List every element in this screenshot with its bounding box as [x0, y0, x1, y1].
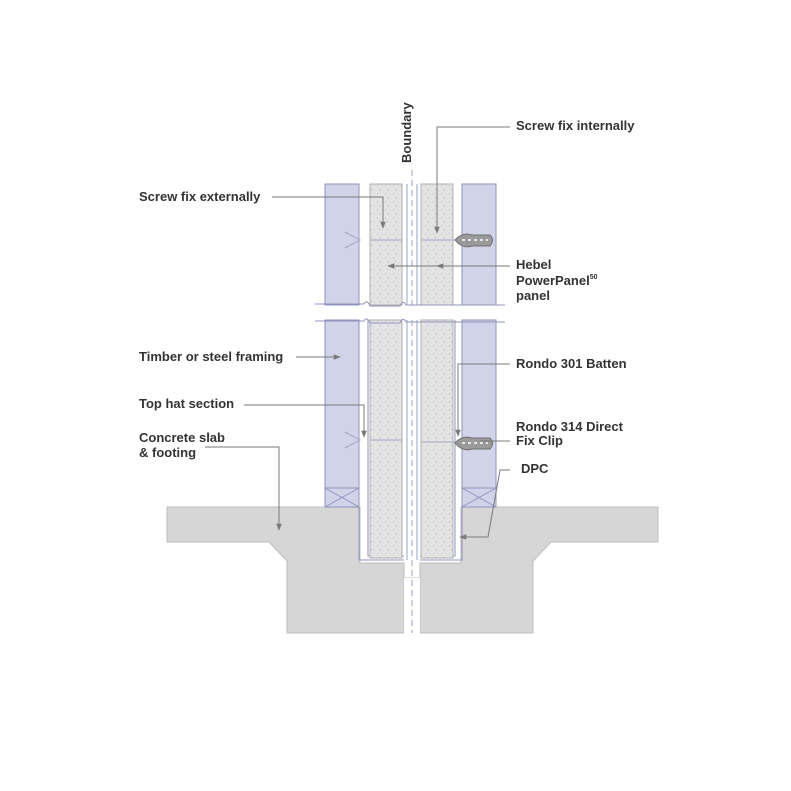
hebel-panel-right	[420, 183, 454, 559]
rondo-314-label-line2: Fix Clip	[516, 433, 563, 448]
screw-fixings	[344, 231, 455, 449]
direct-fix-clip-lower	[454, 436, 493, 451]
leader-lines	[205, 126, 510, 540]
hebel-label-line2: PowerPanel50	[516, 273, 598, 288]
concrete-slab-label-line1: Concrete slab	[139, 430, 225, 445]
break-lines	[315, 301, 505, 324]
hebel-label-powerpanel: PowerPanel	[516, 273, 590, 288]
screw-fix-externally-label: Screw fix externally	[139, 189, 261, 204]
boundary-label: Boundary	[399, 102, 414, 163]
screw-fix-internally-label: Screw fix internally	[516, 118, 635, 133]
framing-left	[324, 183, 360, 508]
rondo-301-batten-label: Rondo 301 Batten	[516, 356, 627, 371]
hebel-label-superscript: 50	[590, 274, 598, 281]
hebel-label-line1: Hebel	[516, 257, 551, 272]
boundary-line	[406, 170, 418, 633]
timber-steel-framing-label: Timber or steel framing	[139, 349, 283, 364]
concrete-slab-label-line2: & footing	[139, 445, 196, 460]
hebel-panel-left	[369, 183, 403, 559]
hebel-label-line3: panel	[516, 288, 550, 303]
direct-fix-clip-upper	[454, 233, 493, 248]
framing-right	[461, 183, 497, 508]
dpc-label: DPC	[521, 461, 549, 476]
rondo-314-label-line1: Rondo 314 Direct	[516, 419, 624, 434]
top-hat-section-label: Top hat section	[139, 396, 234, 411]
